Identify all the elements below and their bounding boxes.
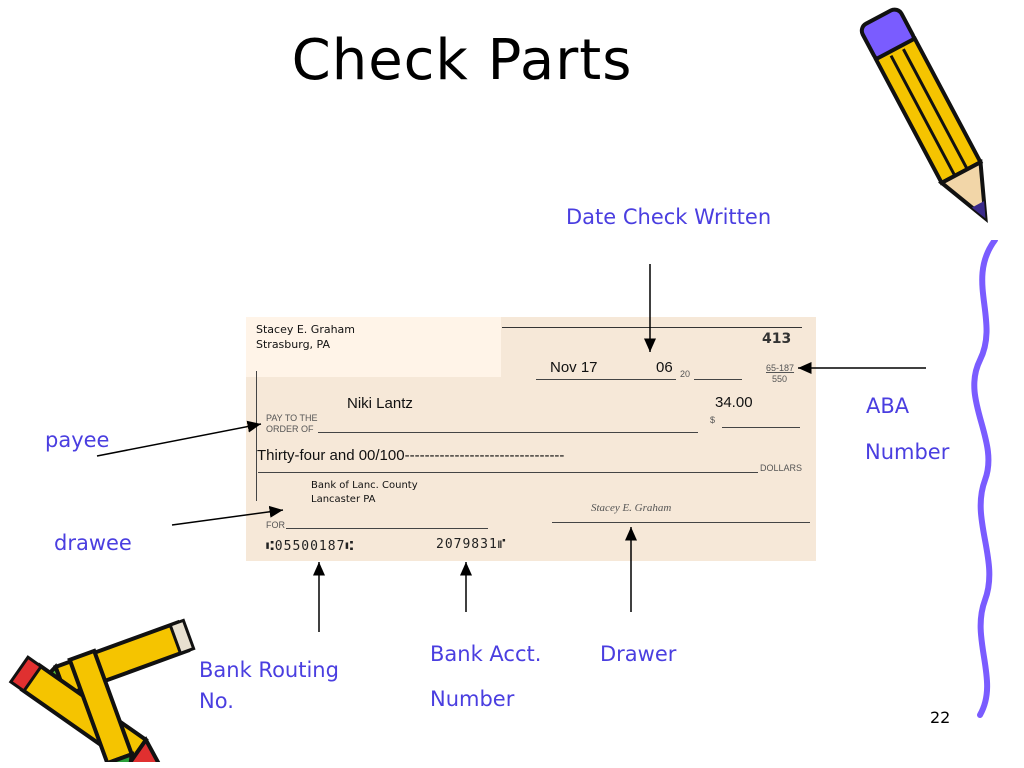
check-payee-name: Niki Lantz — [347, 395, 413, 412]
check-dollar-sign: $ — [710, 415, 716, 425]
check-date: Nov 17 — [550, 359, 598, 376]
label-acct-line2: Number — [430, 687, 515, 711]
label-routing-line2: No. — [199, 689, 234, 713]
check-routing-number: ⑆05500187⑆ — [266, 539, 355, 554]
check-for-label: FOR — [266, 520, 285, 530]
crayon-icon — [8, 618, 196, 762]
check-amount-words: Thirty-four and 00/100------------------… — [257, 447, 565, 464]
label-date-check-written: Date Check Written — [566, 205, 772, 229]
check-bank-city: Lancaster PA — [311, 494, 376, 505]
check-date-prefix: 20 — [680, 369, 691, 379]
label-drawer: Drawer — [600, 642, 677, 666]
check-date-year: 06 — [656, 359, 673, 376]
check-pay-to-line2: ORDER OF — [266, 424, 314, 434]
label-routing-line1: Bank Routing — [199, 658, 339, 682]
check-dollars-label: DOLLARS — [760, 463, 803, 473]
wavy-line-decoration — [971, 240, 998, 718]
pencil-icon — [859, 7, 988, 223]
arrow-payee — [96, 420, 262, 457]
arrow-drawee — [171, 505, 284, 526]
check-pay-to-line1: PAY TO THE — [266, 413, 318, 423]
label-drawee: drawee — [54, 531, 132, 555]
label-aba-line1: ABA — [866, 394, 910, 418]
check-aba-bottom: 550 — [772, 374, 788, 384]
check-number: 413 — [762, 331, 792, 347]
check-owner-city: Strasburg, PA — [256, 338, 331, 351]
label-payee: payee — [45, 428, 110, 452]
check-bank-name: Bank of Lanc. County — [311, 480, 418, 491]
slide-title: Check Parts — [291, 28, 633, 93]
check-aba-top: 65-187 — [766, 363, 795, 373]
check-owner-name: Stacey E. Graham — [256, 323, 356, 336]
slide-number: 22 — [930, 708, 951, 727]
check-signature: Stacey E. Graham — [591, 502, 672, 514]
check-amount: 34.00 — [715, 394, 753, 411]
check-account-number: 2079831⑈ — [436, 537, 507, 552]
label-acct-line1: Bank Acct. — [430, 642, 542, 666]
check-image: Stacey E. Graham Strasburg, PA 413 Nov 1… — [246, 317, 816, 561]
label-aba-line2: Number — [865, 440, 950, 464]
